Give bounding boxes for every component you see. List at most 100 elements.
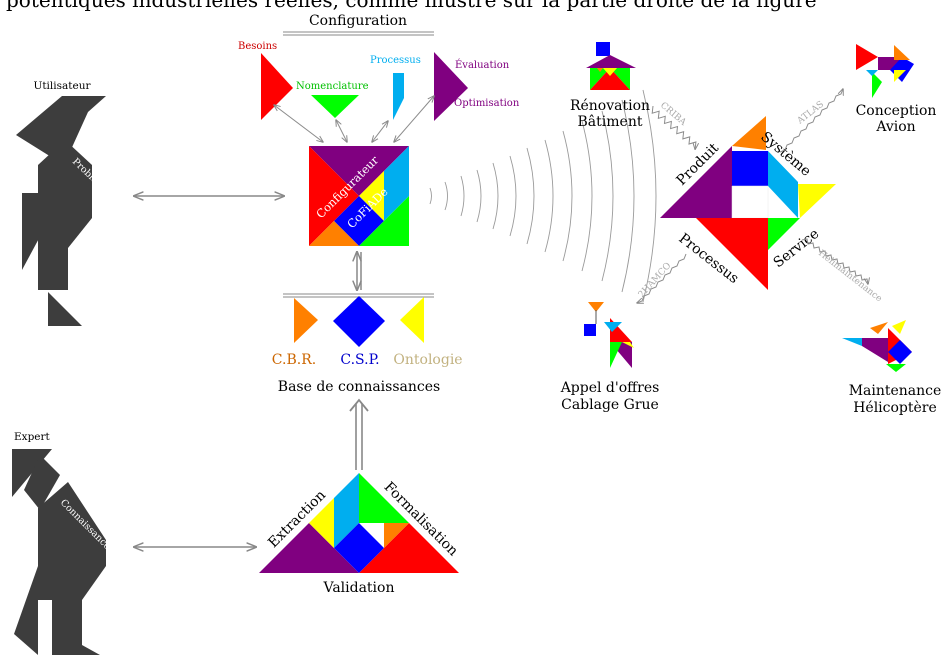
heli-rotor-right [892,320,906,334]
appel-line2: Cablage Grue [561,397,659,413]
heli-nose [888,340,912,364]
user-leg-upper [38,218,92,248]
house-roof [586,55,636,68]
user-arm [22,193,50,270]
cfg-left-triangle [309,146,359,246]
heli-body [862,338,888,362]
expert-leg-left [14,566,38,655]
expert-label: Expert [14,431,51,443]
criba-link [651,105,699,149]
hamco-label: 2HAMCO [637,261,674,300]
hub-red [696,218,768,290]
cfg-yellow-piece [359,171,384,221]
validation-label: Validation [323,580,395,596]
crane-green [610,342,622,368]
config-kb-arrow [357,252,361,290]
helimaintenance-link [801,238,868,284]
central-hub: Produit Système Processus Service [660,116,836,290]
hub-orange [732,116,766,150]
appel-line1: Appel d'offres [560,380,660,396]
cbr-shape [294,298,318,343]
crane-top [588,302,604,312]
renovation-app: Rénovation Bâtiment CRIBA [570,42,699,149]
evaluation-label: Évaluation [455,59,510,71]
acq-orange [384,523,409,548]
cfg-orange-triangle [309,221,359,246]
knowledge-base: C.B.R. C.S.P. Ontologie Base de connaiss… [272,293,463,395]
heli-tail [842,338,862,346]
conception-line2: Avion [875,119,915,135]
processus-label: Processus [370,55,421,66]
ontology-label: Ontologie [393,352,462,368]
optimisation-label: Optimisation [454,98,520,109]
acq-purple [259,523,359,573]
user-foot [48,292,82,326]
besoins-link [274,105,323,142]
user-leg [38,248,68,290]
configuration-title: Configuration [309,13,407,29]
plane-wing [894,70,906,82]
signal-waves [429,89,657,303]
acq-blue [334,523,384,573]
appel-app: Appel d'offres Cablage Grue 2HAMCO [560,253,687,413]
conception-app: Conception Avion ATLAS [779,44,937,153]
hub-yellow [798,184,836,218]
crane-yellow [622,342,634,348]
plane-cyan [866,70,878,76]
cfg-green-triangle [359,196,409,246]
kb-title: Base de connaissances [278,379,440,395]
user-label: Utilisateur [33,80,91,92]
maintenance-app: Maintenance Hélicoptère Hélimaintenance [801,238,942,416]
configurator-square: Configurateur CoFiADe [309,146,409,246]
user-body [38,140,92,218]
acquisition-kb-arrow [349,398,369,470]
evaluation-shape [434,52,468,121]
maintenance-line1: Maintenance [849,383,942,399]
processus-link [372,121,388,142]
house-window [603,68,617,76]
hamco-link [637,253,687,303]
crane-hook [584,324,596,336]
renovation-line1: Rénovation [570,98,650,114]
nomenclature-link [336,120,347,142]
expert-head [24,455,60,510]
expert-figure: Expert Connaissances [12,431,116,655]
acquisition-triangle: Extraction Formalisation Validation [259,473,461,596]
cbr-label: C.B.R. [272,352,316,368]
hub-blue [732,151,768,186]
criba-label: CRIBA [658,101,688,128]
user-figure: Utilisateur Problème [16,80,111,326]
renovation-line2: Bâtiment [578,114,643,130]
hub-cyan [768,151,798,218]
heli-rotor-left [870,322,888,334]
expert-leg-right [52,600,100,655]
plane-top [894,45,910,60]
processus-shape [393,73,404,120]
heli-skid [886,364,906,372]
crane-arm-2 [604,322,622,332]
acq-red [359,523,459,573]
house-chimney [596,42,610,56]
expert-hips [38,566,106,600]
maintenance-line2: Hélicoptère [853,400,937,416]
hub-green [768,218,800,250]
acq-yellow [309,498,334,548]
helimaintenance-label: Hélimaintenance [816,248,884,305]
header-text: potentiques industrielles réelles, comme… [6,0,817,12]
conception-line1: Conception [856,103,937,119]
besoins-label: Besoins [238,41,277,52]
configuration-panel: Configuration Besoins Nomenclature Proce… [238,13,520,142]
hub-purple [660,146,732,218]
csp-label: C.S.P. [340,352,379,368]
acq-green [359,473,409,523]
ontology-shape [400,297,424,343]
house-orange [597,68,603,72]
house-door [590,68,630,90]
csp-shape [333,296,385,347]
user-hat [16,96,106,165]
plane-tail [856,44,878,70]
atlas-link [779,89,843,153]
evaluation-link [394,96,434,142]
expert-body [38,482,106,566]
